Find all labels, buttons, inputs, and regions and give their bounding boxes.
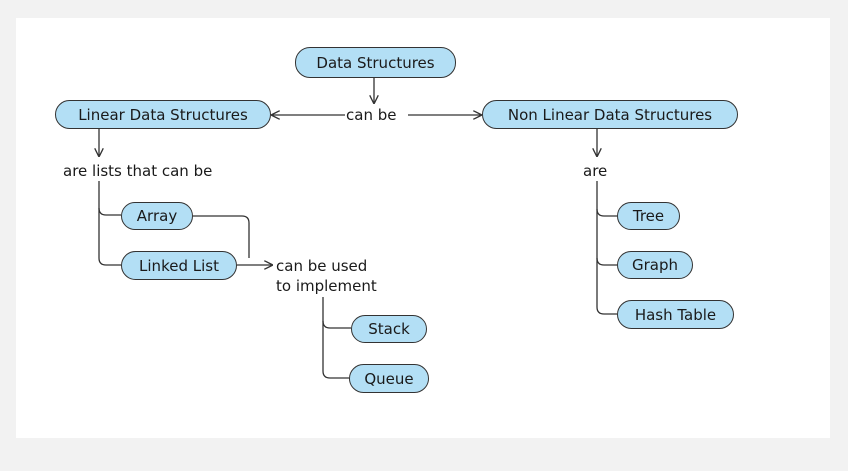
node-data-structures[interactable]: Data Structures bbox=[295, 47, 456, 78]
link-can-be-used-line2: to implement bbox=[276, 277, 377, 295]
node-hash-table[interactable]: Hash Table bbox=[617, 300, 734, 329]
node-non-linear-data-structures[interactable]: Non Linear Data Structures bbox=[482, 100, 738, 129]
node-queue[interactable]: Queue bbox=[349, 364, 429, 393]
edge-arelists-to-linkedlist bbox=[98, 208, 121, 266]
node-linear-data-structures[interactable]: Linear Data Structures bbox=[55, 100, 271, 129]
edge-arelists-to-array bbox=[98, 181, 121, 216]
edge-are-to-hashtable bbox=[596, 258, 617, 315]
link-are-lists-that-can-be: are lists that can be bbox=[63, 162, 213, 180]
link-can-be-used-line1: can be used bbox=[276, 257, 368, 275]
node-linked-list[interactable]: Linked List bbox=[121, 251, 237, 280]
edge-are-to-graph bbox=[596, 209, 617, 266]
link-are: are bbox=[583, 162, 608, 180]
edge-array-to-canbeused bbox=[193, 215, 250, 258]
node-tree[interactable]: Tree bbox=[617, 202, 680, 230]
edge-canbeused-to-stack bbox=[322, 297, 351, 329]
edge-are-to-tree bbox=[596, 181, 617, 217]
node-array[interactable]: Array bbox=[121, 202, 193, 230]
link-can-be: can be bbox=[346, 106, 397, 124]
edge-canbeused-to-queue bbox=[322, 321, 349, 379]
node-stack[interactable]: Stack bbox=[351, 315, 427, 343]
node-graph[interactable]: Graph bbox=[617, 251, 693, 279]
